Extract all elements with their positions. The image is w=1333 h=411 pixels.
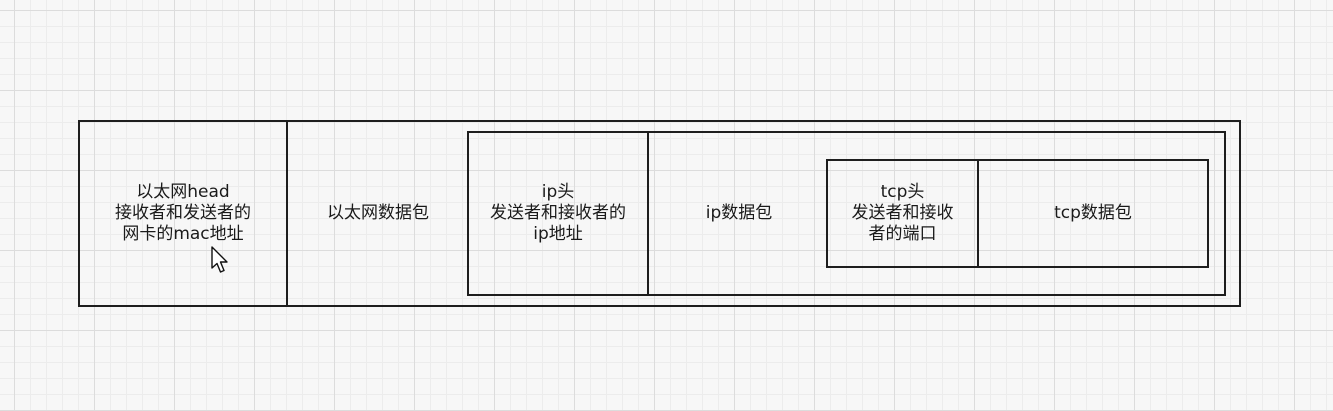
ethernet-head-cell: 以太网head 接收者和发送者的 网卡的mac地址 — [80, 122, 286, 305]
ethernet-head-label: 以太网head 接收者和发送者的 网卡的mac地址 — [115, 182, 251, 244]
ip-packet-box[interactable]: ip头 发送者和接收者的 ip地址 ip数据包 — [467, 131, 1226, 296]
tcp-head-cell: tcp头 发送者和接收 者的端口 — [828, 161, 977, 266]
tcp-head-divider — [977, 161, 979, 266]
tcp-packet-label: tcp数据包 — [1054, 203, 1132, 223]
ip-data-cell: ip数据包 — [649, 133, 829, 294]
tcp-head-label: tcp头 发送者和接收 者的端口 — [851, 182, 954, 244]
ip-head-cell: ip头 发送者和接收者的 ip地址 — [469, 133, 647, 294]
ethernet-packet-label: 以太网数据包 — [327, 203, 429, 223]
tcp-packet-box[interactable]: tcp头 发送者和接收 者的端口 tcp数据包 — [826, 159, 1209, 268]
ip-packet-label: ip数据包 — [705, 203, 773, 223]
ethernet-packet-cell: 以太网数据包 — [288, 122, 468, 305]
mouse-pointer-icon — [211, 246, 228, 273]
ip-head-divider — [647, 133, 649, 294]
ethernet-head-divider — [286, 122, 288, 305]
ip-head-label: ip头 发送者和接收者的 ip地址 — [490, 182, 626, 244]
tcp-data-cell: tcp数据包 — [979, 161, 1207, 266]
ethernet-frame-box[interactable]: 以太网head 接收者和发送者的 网卡的mac地址 以太网数据包 — [78, 120, 1241, 307]
